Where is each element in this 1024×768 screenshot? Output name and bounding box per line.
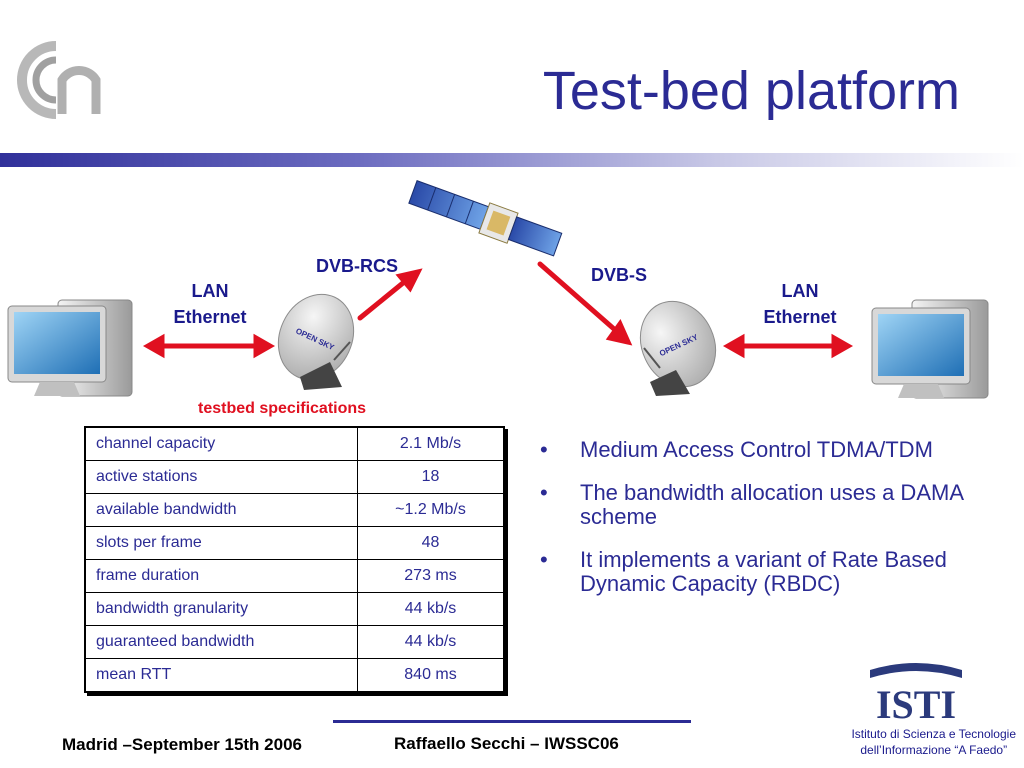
- left-lan-text: LAN: [191, 281, 229, 301]
- isti-logo-icon: ISTI: [870, 663, 962, 722]
- table-row: slots per frame 48: [84, 526, 505, 560]
- right-ethernet-text: Ethernet: [763, 307, 837, 327]
- spec-name: guaranteed bandwidth: [84, 625, 358, 659]
- left-computer-icon: [7, 299, 133, 397]
- dvb-rcs-arrow: [357, 268, 423, 321]
- spec-value: 44 kb/s: [357, 592, 505, 626]
- footer-date-location: Madrid –September 15th 2006: [62, 735, 302, 754]
- table-row: bandwidth granularity 44 kb/s: [84, 592, 505, 626]
- footer-institute: Istituto di Scienza e Tecnologie dell’In…: [851, 726, 1016, 758]
- network-diagram: OPEN SKY OPEN SKY: [7, 180, 989, 399]
- spec-name: available bandwidth: [84, 493, 358, 527]
- dvb-rcs-label: DVB-RCS: [316, 256, 399, 276]
- spec-value: ~1.2 Mb/s: [357, 493, 505, 527]
- spec-name: slots per frame: [84, 526, 358, 560]
- feature-list: Medium Access Control TDMA/TDM The bandw…: [536, 438, 976, 615]
- table-row: available bandwidth ~1.2 Mb/s: [84, 493, 505, 527]
- spec-value: 44 kb/s: [357, 625, 505, 659]
- table-row: active stations 18: [84, 460, 505, 494]
- spec-value: 840 ms: [357, 658, 505, 693]
- footer-institute-line2: dell’Informazione “A Faedo”: [860, 743, 1008, 757]
- specs-table: channel capacity 2.1 Mb/s active station…: [84, 426, 505, 693]
- specs-title: testbed specifications: [198, 400, 367, 417]
- spec-name: active stations: [84, 460, 358, 494]
- spec-value: 18: [357, 460, 505, 494]
- left-lan-arrow: [142, 333, 276, 359]
- spec-name: frame duration: [84, 559, 358, 593]
- spec-name: bandwidth granularity: [84, 592, 358, 626]
- table-row: mean RTT 840 ms: [84, 658, 505, 693]
- isti-logo-text: ISTI: [876, 682, 956, 722]
- dvb-s-label: DVB-S: [591, 265, 648, 285]
- list-item: The bandwidth allocation uses a DAMA sch…: [536, 481, 976, 529]
- spec-value: 48: [357, 526, 505, 560]
- table-row: channel capacity 2.1 Mb/s: [84, 426, 505, 461]
- footer-divider: [333, 720, 691, 723]
- slide-title: Test-bed platform: [542, 61, 960, 121]
- header-band: [0, 153, 1024, 167]
- left-lan-label: LAN Ethernet: [160, 278, 260, 330]
- right-computer-icon: [871, 299, 989, 399]
- dvb-s-arrow: [537, 261, 633, 346]
- spec-value: 273 ms: [357, 559, 505, 593]
- table-row: frame duration 273 ms: [84, 559, 505, 593]
- spec-value: 2.1 Mb/s: [357, 426, 505, 461]
- spec-name: mean RTT: [84, 658, 358, 693]
- satellite-icon: [408, 180, 563, 257]
- spec-name: channel capacity: [84, 426, 358, 461]
- list-item: It implements a variant of Rate Based Dy…: [536, 548, 976, 596]
- right-lan-text: LAN: [781, 281, 819, 301]
- footer-author: Raffaello Secchi – IWSSC06: [394, 734, 619, 753]
- table-row: guaranteed bandwidth 44 kb/s: [84, 625, 505, 659]
- left-satellite-dish-icon: OPEN SKY: [277, 293, 355, 390]
- right-satellite-dish-icon: OPEN SKY: [639, 300, 717, 396]
- footer-institute-line1: Istituto di Scienza e Tecnologie: [851, 727, 1016, 741]
- left-ethernet-text: Ethernet: [173, 307, 247, 327]
- right-lan-arrow: [722, 333, 854, 359]
- right-lan-label: LAN Ethernet: [750, 278, 850, 330]
- list-item: Medium Access Control TDMA/TDM: [536, 438, 976, 463]
- cnr-logo-icon: [17, 41, 101, 119]
